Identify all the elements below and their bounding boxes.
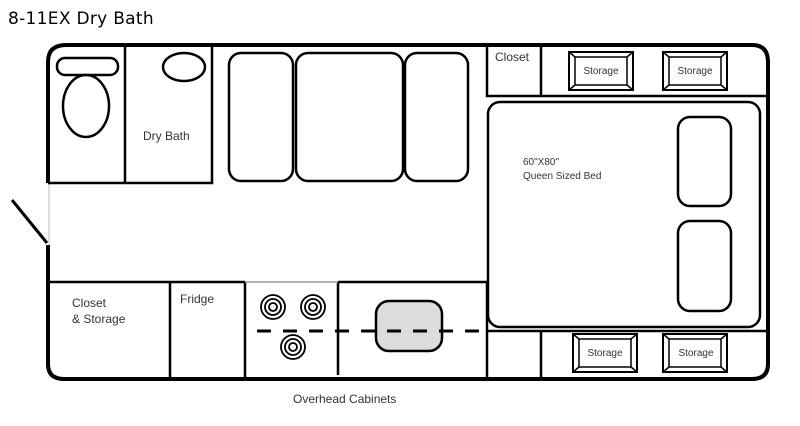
storage-bottom-1: Storage bbox=[572, 333, 638, 373]
overhead-cabinets-label: Overhead Cabinets bbox=[293, 392, 396, 406]
bed-size-label: 60"X80" bbox=[523, 157, 559, 168]
bath-sink bbox=[161, 51, 207, 83]
storage-label: Storage bbox=[583, 66, 618, 77]
dinette-cushion bbox=[403, 51, 470, 183]
door-swing bbox=[10, 199, 49, 244]
galley-walls bbox=[48, 280, 487, 379]
pillow bbox=[676, 219, 733, 313]
bedroom-walls bbox=[485, 45, 768, 379]
closet-storage-label-2: & Storage bbox=[72, 312, 126, 326]
dry-bath-label: Dry Bath bbox=[143, 129, 190, 143]
toilet-bowl bbox=[61, 73, 111, 139]
pillow bbox=[676, 115, 733, 208]
dinette-cushion bbox=[227, 51, 295, 183]
storage-label: Storage bbox=[587, 348, 622, 359]
storage-top-2: Storage bbox=[662, 51, 728, 91]
fridge-label: Fridge bbox=[180, 292, 214, 306]
queen-bed bbox=[486, 100, 762, 329]
closet-top-label: Closet bbox=[495, 50, 530, 64]
storage-label: Storage bbox=[678, 348, 713, 359]
bed-label: Queen Sized Bed bbox=[523, 171, 601, 182]
outer-wall bbox=[46, 43, 770, 381]
storage-bottom-2: Storage bbox=[662, 333, 728, 373]
closet-storage-label-1: Closet bbox=[72, 296, 107, 310]
stove-burners bbox=[260, 294, 326, 360]
kitchen-sink bbox=[374, 299, 444, 353]
toilet-tank bbox=[55, 56, 120, 77]
floorplan-title: 8-11EX Dry Bath bbox=[8, 9, 154, 29]
storage-label: Storage bbox=[677, 66, 712, 77]
storage-top-1: Storage bbox=[568, 51, 634, 91]
bathroom-walls bbox=[48, 45, 214, 185]
dinette-cushion bbox=[294, 51, 405, 183]
